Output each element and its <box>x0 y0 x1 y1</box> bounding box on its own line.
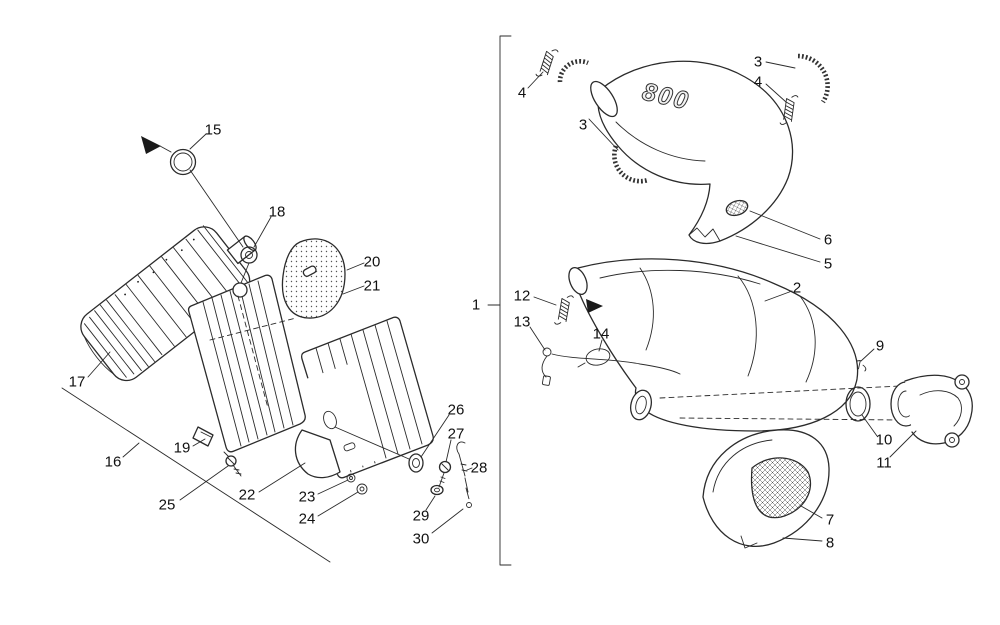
callout-26: 26 <box>448 402 465 419</box>
small-heat-shield <box>281 238 346 319</box>
exhaust-flange <box>890 374 973 448</box>
callout-15: 15 <box>205 122 222 139</box>
callout-7: 7 <box>826 512 834 529</box>
nut-icon <box>463 499 475 511</box>
callout-14: 14 <box>593 326 610 343</box>
gasket-ring <box>240 246 258 284</box>
leader-lines <box>87 61 917 542</box>
mount-bolt <box>223 451 242 477</box>
direction-arrow-icon <box>141 136 161 154</box>
mount-bracket <box>192 426 214 447</box>
callout-19: 19 <box>174 440 191 457</box>
callout-21: 21 <box>364 278 381 295</box>
spring-icon <box>554 293 574 327</box>
fastener-cluster <box>408 441 475 511</box>
callout-17: 17 <box>69 374 86 391</box>
callout-25: 25 <box>159 497 176 514</box>
callout-3: 3 <box>754 54 762 71</box>
callout-labels: 1 2 3 3 4 4 5 6 7 8 9 10 11 12 13 14 15 … <box>69 54 893 552</box>
callout-8: 8 <box>826 535 834 552</box>
callout-4: 4 <box>518 85 526 102</box>
callout-10: 10 <box>876 432 893 449</box>
callout-9: 9 <box>876 338 884 355</box>
direction-arrow-icon <box>586 299 603 313</box>
spring-icon <box>535 45 559 81</box>
callout-22: 22 <box>239 487 256 504</box>
callout-3: 3 <box>579 117 587 134</box>
clip-icon <box>612 145 649 184</box>
callout-11: 11 <box>876 455 892 472</box>
callout-29: 29 <box>413 508 430 525</box>
assembly-bracket-line <box>487 35 512 566</box>
o-ring <box>845 386 871 422</box>
callout-24: 24 <box>299 511 316 528</box>
grommet-icon <box>408 453 424 473</box>
callout-20: 20 <box>364 254 381 271</box>
washer-icon <box>430 484 444 496</box>
callout-18: 18 <box>269 204 286 221</box>
pipe-patch <box>725 199 749 217</box>
callout-6: 6 <box>824 232 832 249</box>
callout-13: 13 <box>514 314 531 331</box>
center-heat-shield <box>187 274 306 477</box>
callout-12: 12 <box>514 288 531 305</box>
hook-bolt-icon <box>456 441 470 500</box>
diagram-art: 800 <box>61 35 973 566</box>
callout-28: 28 <box>471 460 488 477</box>
tuned-pipe-body <box>568 258 903 432</box>
callout-1: 1 <box>472 297 480 314</box>
clip-icon <box>557 59 589 83</box>
muffler-body <box>80 225 257 382</box>
right-heat-shield <box>294 316 434 495</box>
retainer-clip-icons <box>557 53 830 184</box>
outlet-clamp <box>141 136 244 248</box>
callout-30: 30 <box>413 531 430 548</box>
cable-clamp-icon <box>585 348 611 366</box>
front-pipe-section: 800 <box>590 60 794 245</box>
frame-boundary-line <box>61 387 331 563</box>
callout-4: 4 <box>754 74 762 91</box>
clip-icon <box>797 53 830 104</box>
screw-icon <box>438 460 452 488</box>
callout-5: 5 <box>824 256 832 273</box>
pipe-heat-shield <box>702 429 830 549</box>
callout-27: 27 <box>448 426 465 443</box>
callout-23: 23 <box>299 489 316 506</box>
callout-16: 16 <box>105 454 122 471</box>
callout-2: 2 <box>793 280 801 297</box>
sensor-cable <box>541 347 681 386</box>
